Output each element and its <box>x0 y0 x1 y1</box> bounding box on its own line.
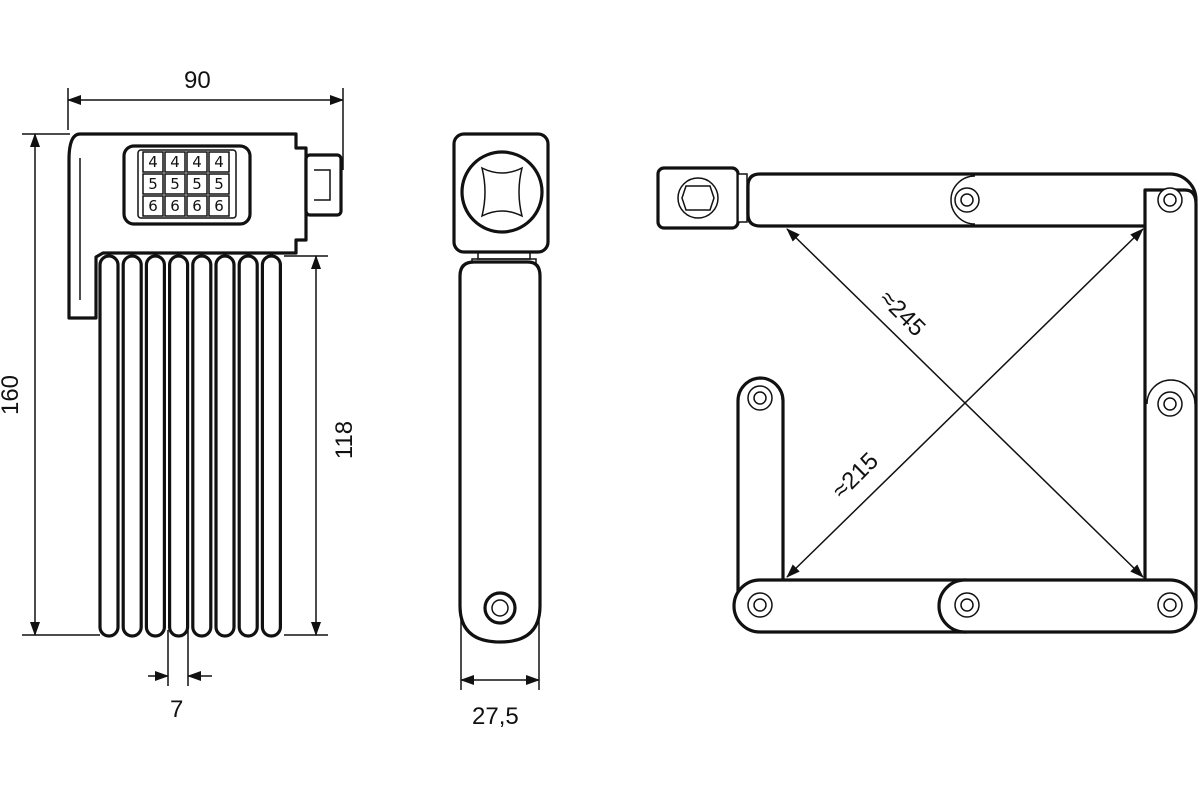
code-cell <box>208 151 230 173</box>
rivet <box>1157 391 1183 417</box>
dim-width: 90 <box>67 67 344 170</box>
code-cell <box>142 195 164 217</box>
link-bar <box>237 254 259 638</box>
code-digit: 6 <box>170 197 180 215</box>
open-view <box>656 166 1198 634</box>
rivet-center <box>753 391 767 405</box>
rivet-center <box>1163 397 1177 411</box>
code-digit: 6 <box>148 197 158 215</box>
rivet-center <box>753 598 767 612</box>
rivet-center <box>960 193 974 207</box>
code-cell <box>164 173 186 195</box>
rivet <box>1157 592 1183 618</box>
code-digit: 4 <box>170 153 180 171</box>
dim-link-length: 118 <box>284 255 358 636</box>
code-cell <box>142 151 164 173</box>
side-view <box>452 132 550 644</box>
code-digit: 4 <box>214 153 224 171</box>
code-cell <box>186 151 208 173</box>
dim-link-width: 7 <box>148 630 212 723</box>
open-link-bottom-right <box>937 578 1198 634</box>
dim-diag-short-label: ≈215 <box>827 448 884 505</box>
code-digit: 6 <box>214 197 224 215</box>
rivet <box>1157 187 1183 213</box>
side-keyway <box>460 150 544 234</box>
open-lock-head <box>656 166 740 230</box>
code-digit: 5 <box>148 175 158 193</box>
code-digit: 4 <box>192 153 202 171</box>
open-rivets <box>747 187 1183 618</box>
code-cell <box>208 195 230 217</box>
link-bar <box>214 254 236 638</box>
code-digit: 5 <box>170 175 180 193</box>
rivet <box>954 592 980 618</box>
dim-height: 160 <box>0 133 100 636</box>
open-link-left <box>736 376 785 606</box>
dim-width-label: 90 <box>184 67 211 94</box>
link-bar <box>260 254 282 638</box>
code-digit: 5 <box>192 175 202 193</box>
code-cell <box>208 173 230 195</box>
side-rivet <box>483 591 517 625</box>
code-cell <box>164 151 186 173</box>
dim-link-length-label: 118 <box>331 421 358 459</box>
code-cell <box>164 195 186 217</box>
rivet-center <box>1163 598 1177 612</box>
link-bar <box>98 254 120 638</box>
code-digit: 6 <box>192 197 202 215</box>
code-cell <box>186 195 208 217</box>
dim-height-label: 160 <box>0 375 24 415</box>
dim-link-width-label: 7 <box>170 696 183 723</box>
link-bar <box>168 254 190 638</box>
dim-diagonals: ≈245 ≈215 <box>786 228 1144 578</box>
rivet-center <box>1163 193 1177 207</box>
rivet <box>747 385 773 411</box>
code-digit: 4 <box>148 153 158 171</box>
code-digit: 5 <box>214 175 224 193</box>
code-cell <box>186 173 208 195</box>
link-bar <box>121 254 143 638</box>
rivet <box>747 592 773 618</box>
lock-shackle <box>304 153 343 217</box>
link-bars <box>98 254 282 638</box>
rivet-center <box>960 598 974 612</box>
code-cell <box>142 173 164 195</box>
dim-thickness: 27,5 <box>460 610 540 730</box>
rivet <box>954 187 980 213</box>
link-bar <box>144 254 166 638</box>
side-link <box>458 260 542 644</box>
dim-thickness-label: 27,5 <box>472 703 519 730</box>
link-bar <box>191 254 213 638</box>
dim-diag-long-label: ≈245 <box>874 285 931 342</box>
